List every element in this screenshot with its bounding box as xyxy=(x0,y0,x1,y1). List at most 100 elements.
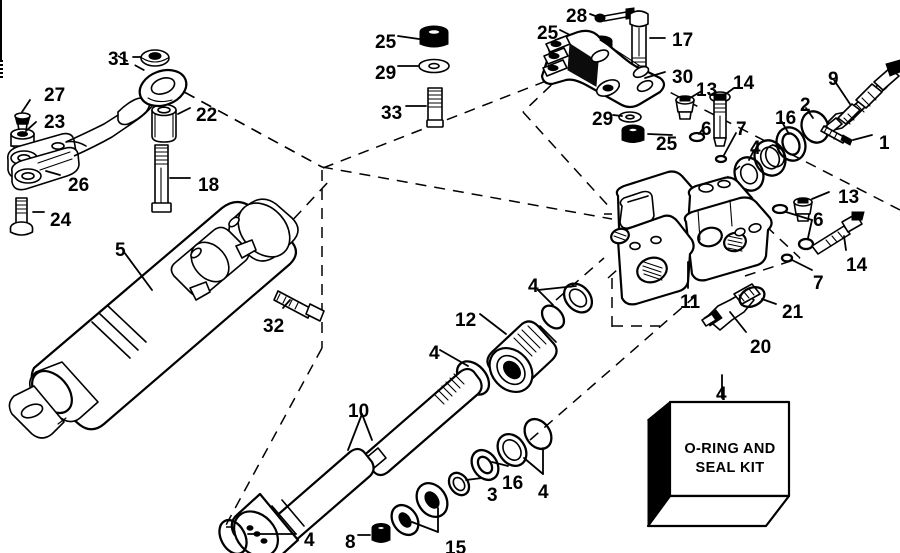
leader-25c xyxy=(647,133,673,136)
leader-5 xyxy=(123,251,153,291)
leader-26 xyxy=(45,170,61,176)
part-21-oring xyxy=(738,286,766,308)
seal-kit-label-line2: SEAL KIT xyxy=(695,460,765,476)
leader-29b xyxy=(612,114,623,117)
part-5-cylinder-body xyxy=(8,198,299,439)
part-24-screw xyxy=(9,197,34,236)
callout-o-ring-6: 6 xyxy=(701,119,712,140)
leader-4a xyxy=(748,149,755,161)
leader-3 xyxy=(465,477,483,481)
callout-fitting-bolt-14: 14 xyxy=(846,255,868,276)
part-12-cylinder-head xyxy=(486,320,558,394)
callout-valve-body-11: 11 xyxy=(680,292,701,313)
leader-7b xyxy=(791,259,813,271)
o-ring-seal-kit-box xyxy=(646,400,791,528)
callout-bushing-22: 22 xyxy=(196,105,218,126)
leader-6b xyxy=(807,219,813,239)
leader-13a xyxy=(689,91,701,99)
part-15-washers xyxy=(390,481,449,537)
part-29-washer-b xyxy=(618,111,642,123)
callout-locknut-25: 25 xyxy=(656,134,678,155)
part-18-bolt xyxy=(151,144,172,213)
part-6-oring-b xyxy=(771,203,815,251)
callout-seal-16: 16 xyxy=(502,473,524,494)
part-25-locknut-c xyxy=(621,124,645,143)
callout-o-ring-6: 6 xyxy=(813,210,824,231)
leader-6b2 xyxy=(785,211,813,221)
leader-4c xyxy=(439,349,469,367)
part-32-screw xyxy=(273,290,325,322)
leader-27 xyxy=(21,99,31,113)
callout-backup-ring-3: 3 xyxy=(487,485,498,506)
part-3-backup-ring xyxy=(447,471,471,497)
leader-6a xyxy=(698,129,703,135)
leader-7a xyxy=(723,132,737,156)
scan-edge-artifact-dashes xyxy=(0,60,3,78)
seal-kit-label-line1: O-RING AND xyxy=(684,441,776,457)
callout-grease-fitting-27: 27 xyxy=(44,85,66,106)
leader-14a xyxy=(722,87,735,97)
leader-2 xyxy=(805,107,814,119)
part-33-bolt xyxy=(426,87,444,128)
part-10-piston-rod xyxy=(0,0,483,553)
leader-15a xyxy=(411,521,439,533)
leader-32 xyxy=(282,299,291,309)
leader-4b1 xyxy=(537,289,554,306)
callout-valve-spool-9: 9 xyxy=(828,69,839,90)
part-28-cotter-pin xyxy=(594,7,635,23)
part-14-fitting-bolt-b xyxy=(811,211,865,255)
part-16-seal-a xyxy=(775,126,807,162)
leader-30 xyxy=(644,71,666,79)
leader-22 xyxy=(177,107,191,115)
leader-28 xyxy=(589,13,599,18)
callout-roll-pin-1: 1 xyxy=(879,133,890,154)
callout-nut-8: 8 xyxy=(345,532,356,553)
callout-o-ring-21: 21 xyxy=(782,302,804,323)
callout-bolt-18: 18 xyxy=(198,175,220,196)
part-29-washer-a xyxy=(418,58,450,74)
part-1-roll-pin xyxy=(820,125,853,146)
callout-cylinder-body-5: 5 xyxy=(115,240,126,261)
callout-seal-4: 4 xyxy=(750,138,761,159)
callout-o-ring-4: 4 xyxy=(429,343,440,364)
part-9-valve-spool xyxy=(825,59,900,133)
part-26-link-arm xyxy=(6,132,80,191)
callout-washers-15: 15 xyxy=(445,538,467,553)
callout-hose-fitting-20: 20 xyxy=(750,337,772,358)
callout-plug-13: 13 xyxy=(838,187,860,208)
callout-seal-4: 4 xyxy=(538,482,549,503)
callout-nut-31: 31 xyxy=(108,49,130,70)
callout-o-ring-2: 2 xyxy=(800,95,811,116)
callout-washer-29: 29 xyxy=(592,109,614,130)
leader-10a xyxy=(347,413,363,451)
part-4-seal-stack-c xyxy=(496,417,553,468)
callout-steering-arm-bracket-30: 30 xyxy=(672,67,694,88)
leader-20 xyxy=(729,311,747,333)
callout-o-ring-4: 4 xyxy=(304,530,315,551)
part-30-steering-bracket xyxy=(540,29,666,109)
part-22-bushing xyxy=(151,103,177,143)
leader-21 xyxy=(761,298,777,305)
part-16-seal-b xyxy=(470,448,500,482)
callout-fitting-bolt-14: 14 xyxy=(733,73,755,94)
part-25-locknut-a xyxy=(419,25,449,48)
part-14-fitting-bolt-a xyxy=(709,91,731,147)
callout-link-arm-26: 26 xyxy=(68,175,90,196)
part-31-nut xyxy=(140,49,170,67)
leader-16b xyxy=(491,461,509,467)
callout-o-ring-7: 7 xyxy=(736,119,747,140)
leader-10b xyxy=(361,413,373,441)
callout-locknut-25: 25 xyxy=(537,23,559,44)
callout-bolt-17: 17 xyxy=(672,30,694,51)
part-7-oring-a xyxy=(714,154,728,164)
leader-13b xyxy=(811,191,830,200)
part-6-oring-a xyxy=(688,131,706,143)
leader-14b xyxy=(843,235,847,251)
callout-screw-32: 32 xyxy=(263,316,285,337)
callout-piston-rod-10: 10 xyxy=(348,401,370,422)
part-7-oring-b xyxy=(780,253,794,263)
callout-cotter-pin-28: 28 xyxy=(566,6,588,27)
callout-cylinder-head-12: 12 xyxy=(455,310,477,331)
